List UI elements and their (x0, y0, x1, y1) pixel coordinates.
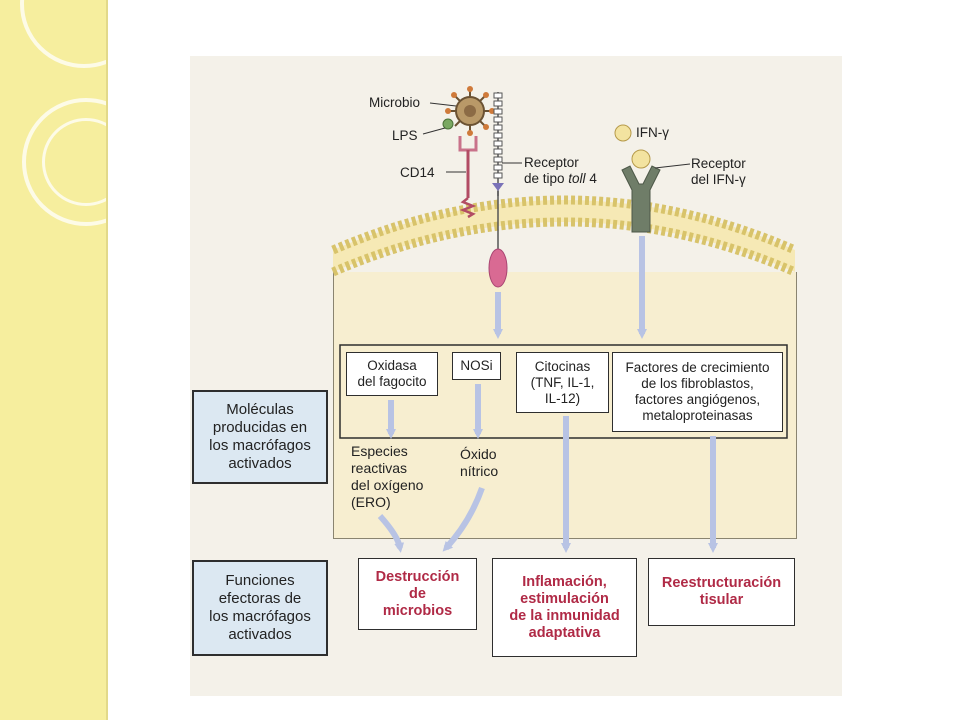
tlr4-label-italic: toll (568, 171, 586, 186)
microbe-icon (442, 86, 495, 136)
decorative-sidebar (0, 0, 106, 720)
moleculas-producidas-box: Moléculas producidas en los macrófagos a… (192, 390, 328, 484)
reestructuracion-box: Reestructuración tisular (648, 558, 795, 626)
inflamacion-box: Inflamación, estimulación de la inmunida… (492, 558, 637, 657)
inflamacion-text: Inflamación, estimulación de la inmunida… (509, 573, 620, 641)
ifn-receptor-label: Receptor del IFN-γ (691, 156, 746, 188)
ifn-receptor-label-line1: Receptor (691, 156, 746, 171)
moleculas-producidas-text: Moléculas producidas en los macrófagos a… (209, 401, 311, 472)
membrane-outer-heads (331, 195, 797, 255)
reestructuracion-text: Reestructuración tisular (661, 575, 782, 608)
factores-text: Factores de crecimiento de los fibroblas… (625, 360, 770, 423)
factores-box: Factores de crecimiento de los fibroblas… (612, 352, 783, 432)
oxidasa-text: Oxidasa del fagocito (357, 358, 427, 389)
cd14-receptor-icon (458, 136, 478, 219)
especies-reactivas-label: Especies reactivas del oxígeno (ERO) (351, 443, 424, 510)
destruccion-text: Destrucción de microbios (375, 568, 460, 619)
citocinas-text: Citocinas (TNF, IL-1, IL-12) (530, 358, 595, 406)
membrane-inner-heads (331, 217, 797, 277)
lps-label: LPS (392, 128, 418, 143)
nosi-box: NOSi (452, 352, 501, 380)
destruccion-box: Destrucción de microbios (358, 558, 477, 630)
oxidasa-box: Oxidasa del fagocito (346, 352, 438, 396)
tlr4-receptor-icon (488, 92, 508, 288)
ifn-gamma-receptor-icon (614, 124, 661, 233)
membrane-band (333, 200, 795, 272)
funciones-efectoras-text: Funciones efectoras de los macrófagos ac… (209, 572, 311, 643)
tlr4-label: Receptor de tipo toll 4 (524, 155, 597, 187)
ifn-receptor-label-line2: del IFN-γ (691, 172, 746, 187)
decorative-ring-icon (42, 118, 106, 206)
citocinas-box: Citocinas (TNF, IL-1, IL-12) (516, 352, 609, 413)
funciones-efectoras-box: Funciones efectoras de los macrófagos ac… (192, 560, 328, 656)
ifn-gamma-label: IFN-γ (636, 125, 669, 140)
tlr4-label-part1: de tipo (524, 171, 569, 186)
cd14-label: CD14 (400, 165, 435, 180)
oxido-nitrico-label: Óxido nítrico (460, 446, 499, 479)
microbio-label: Microbio (369, 95, 421, 110)
nosi-text: NOSi (460, 358, 493, 373)
tlr4-label-part3: 4 (585, 171, 597, 186)
tlr4-label-line2: de tipo toll 4 (524, 171, 597, 187)
sidebar-divider (106, 0, 108, 720)
tlr4-label-line1: Receptor (524, 155, 579, 170)
